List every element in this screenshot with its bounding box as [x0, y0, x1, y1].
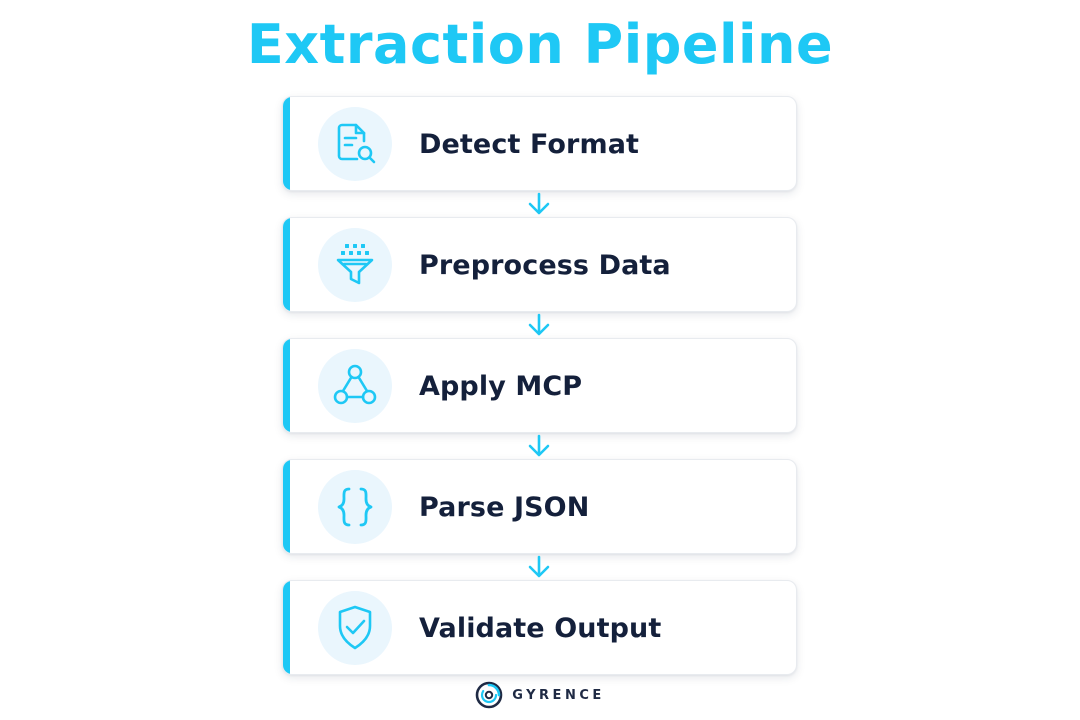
step-accent-bar — [283, 581, 290, 674]
step-accent-bar — [283, 218, 290, 311]
arrow-down-icon — [528, 555, 550, 578]
arrow-down-icon — [528, 313, 550, 336]
network-nodes-icon — [333, 364, 377, 405]
step-label: Apply MCP — [419, 371, 583, 402]
step-parse-json: Parse JSON — [282, 459, 797, 554]
step-accent-bar — [283, 97, 290, 190]
brand-name: GYRENCE — [512, 687, 605, 703]
step-label: Validate Output — [419, 613, 662, 644]
arrow-down-icon — [528, 192, 550, 215]
step-detect-format: Detect Format — [282, 96, 797, 191]
step-icon-badge — [318, 228, 392, 302]
document-search-icon — [337, 123, 376, 164]
funnel-filter-icon — [336, 244, 374, 285]
connector — [282, 554, 797, 580]
step-accent-bar — [283, 460, 290, 553]
page-title: Extraction Pipeline — [246, 13, 834, 76]
step-label: Detect Format — [419, 129, 640, 160]
step-icon-badge — [318, 107, 392, 181]
arrow-down-icon — [528, 434, 550, 457]
step-preprocess-data: Preprocess Data — [282, 217, 797, 312]
step-icon-badge — [318, 349, 392, 423]
curly-braces-icon — [337, 487, 373, 527]
step-icon-badge — [318, 470, 392, 544]
step-label: Parse JSON — [419, 492, 590, 523]
swirl-logo-icon — [475, 681, 503, 709]
connector — [282, 191, 797, 217]
pipeline-steps: Detect Format Preprocess Data — [282, 96, 797, 675]
connector — [282, 312, 797, 338]
brand-logo: GYRENCE — [0, 678, 1080, 712]
step-apply-mcp: Apply MCP — [282, 338, 797, 433]
step-label: Preprocess Data — [419, 250, 671, 281]
shield-check-icon — [338, 605, 372, 650]
step-accent-bar — [283, 339, 290, 432]
step-validate-output: Validate Output — [282, 580, 797, 675]
step-icon-badge — [318, 591, 392, 665]
connector — [282, 433, 797, 459]
